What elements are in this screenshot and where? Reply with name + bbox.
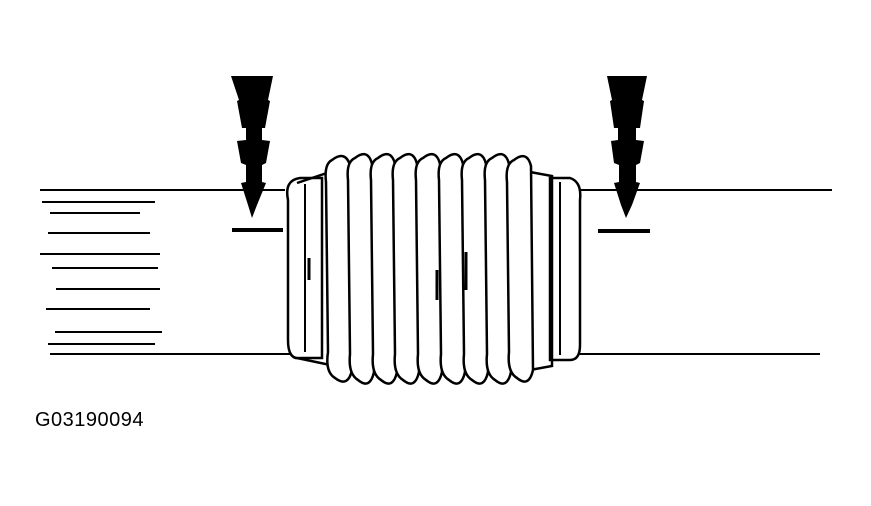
pipe-end-hatching xyxy=(40,201,162,345)
bellows-fold-1 xyxy=(324,154,354,383)
arrow-down-icon xyxy=(607,76,647,218)
bellows-fold-5 xyxy=(414,152,444,385)
bellows-fold-2 xyxy=(346,152,376,385)
bellows-fold-8 xyxy=(483,152,513,385)
coupling-end-ring-right xyxy=(548,176,582,362)
bellows-fold-6 xyxy=(437,152,467,385)
arrow-down-icon xyxy=(231,76,273,218)
bellows-fold-7 xyxy=(460,152,490,385)
figure-id-label: G03190094 xyxy=(35,409,145,431)
bellows-fold-3 xyxy=(369,152,399,385)
bellows-fold-9 xyxy=(505,154,535,383)
reference-marks xyxy=(232,228,650,233)
bellows-fold-4 xyxy=(391,152,421,385)
bellows-detail-marks xyxy=(307,252,468,300)
coupling xyxy=(286,152,582,385)
